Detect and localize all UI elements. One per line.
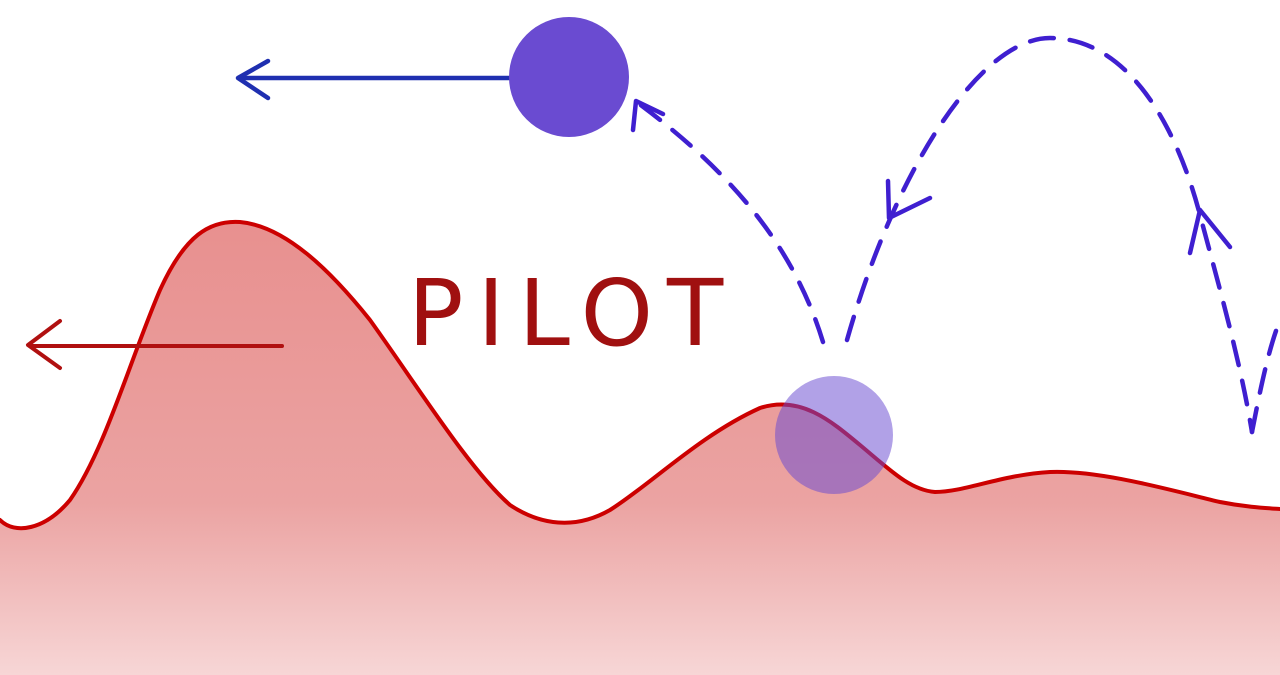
chevron-arrowhead-icon [630, 98, 666, 133]
terrain-fill [0, 221, 1280, 675]
trajectory [635, 35, 1280, 435]
ball-solid [509, 17, 629, 137]
pilot-label: PILOT [408, 260, 737, 367]
trajectory-arc-right [844, 35, 1255, 435]
trajectory-arc-left [635, 100, 826, 345]
trajectory-arrowheads [630, 98, 1233, 256]
ball-ghost [775, 376, 893, 494]
chevron-arrowhead-icon [1187, 207, 1233, 256]
chevron-arrowhead-icon [885, 178, 933, 221]
terrain-line [0, 219, 1280, 531]
terrain-arrow-left-icon [26, 319, 284, 370]
ball-arrow-left-icon [235, 58, 515, 101]
trajectory-tail [1249, 317, 1280, 435]
